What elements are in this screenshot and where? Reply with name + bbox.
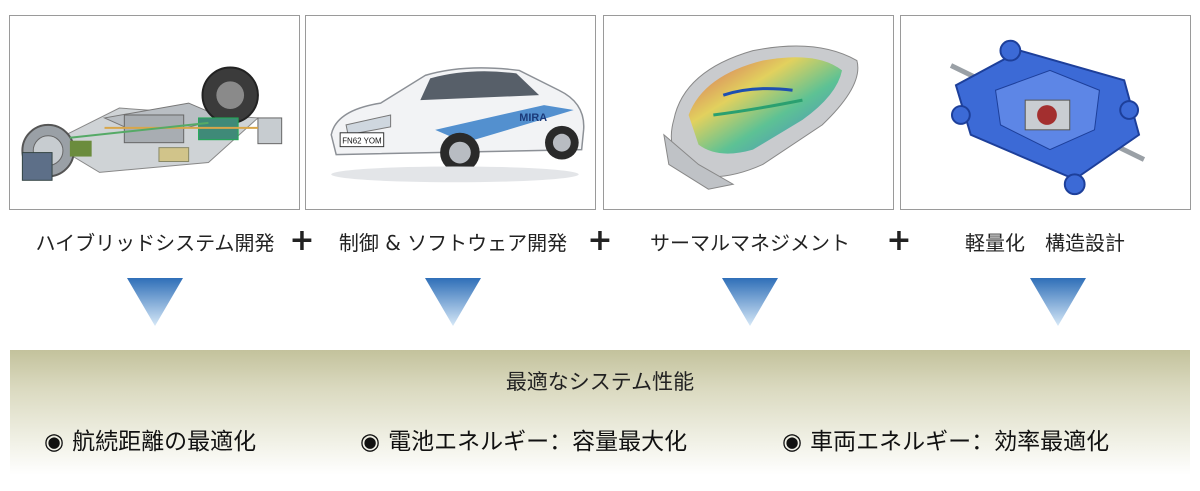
result-item-label: 車両エネルギー：効率最適化	[810, 429, 1110, 455]
image-hybrid-system	[9, 15, 300, 210]
plus-sign-1: +	[289, 223, 315, 258]
step-label-hybrid: ハイブリッドシステム開発	[35, 231, 275, 255]
plus-sign-2: +	[587, 223, 613, 258]
car-logo-text: MIRA	[519, 112, 547, 124]
bullet-icon: ◉	[360, 429, 381, 455]
down-arrow-icon	[127, 278, 183, 326]
license-plate: FN62 YOM	[342, 137, 381, 146]
bullet-icon: ◉	[44, 429, 65, 455]
result-item-vehicle-energy: ◉ 車両エネルギー：効率最適化	[782, 422, 1109, 456]
image-test-car: FN62 YOM MIRA	[305, 15, 596, 210]
result-item-range: ◉ 航続距離の最適化	[44, 422, 256, 456]
result-item-label: 電池エネルギー：容量最大化	[388, 429, 688, 455]
result-title: 最適なシステム性能	[505, 370, 695, 394]
result-item-label: 航続距離の最適化	[72, 429, 257, 455]
result-item-battery: ◉ 電池エネルギー：容量最大化	[360, 422, 687, 456]
bullet-icon: ◉	[782, 429, 803, 455]
hybrid-powertrain-illustration	[10, 16, 299, 209]
step-label-control-software: 制御 & ソフトウェア開発	[338, 231, 568, 255]
thermal-simulation-illustration	[604, 16, 893, 209]
step-label-thermal: サーマルマネジメント	[650, 231, 850, 255]
plus-sign-3: +	[886, 223, 912, 258]
down-arrow-icon	[722, 278, 778, 326]
car-photo-illustration: FN62 YOM MIRA	[306, 16, 595, 209]
down-arrow-icon	[1030, 278, 1086, 326]
result-band	[10, 350, 1190, 475]
image-thermal-simulation	[603, 15, 894, 210]
down-arrow-icon	[425, 278, 481, 326]
image-lightweight-structure	[900, 15, 1191, 210]
subframe-illustration	[901, 16, 1190, 209]
step-label-lightweight: 軽量化 構造設計	[965, 231, 1125, 255]
